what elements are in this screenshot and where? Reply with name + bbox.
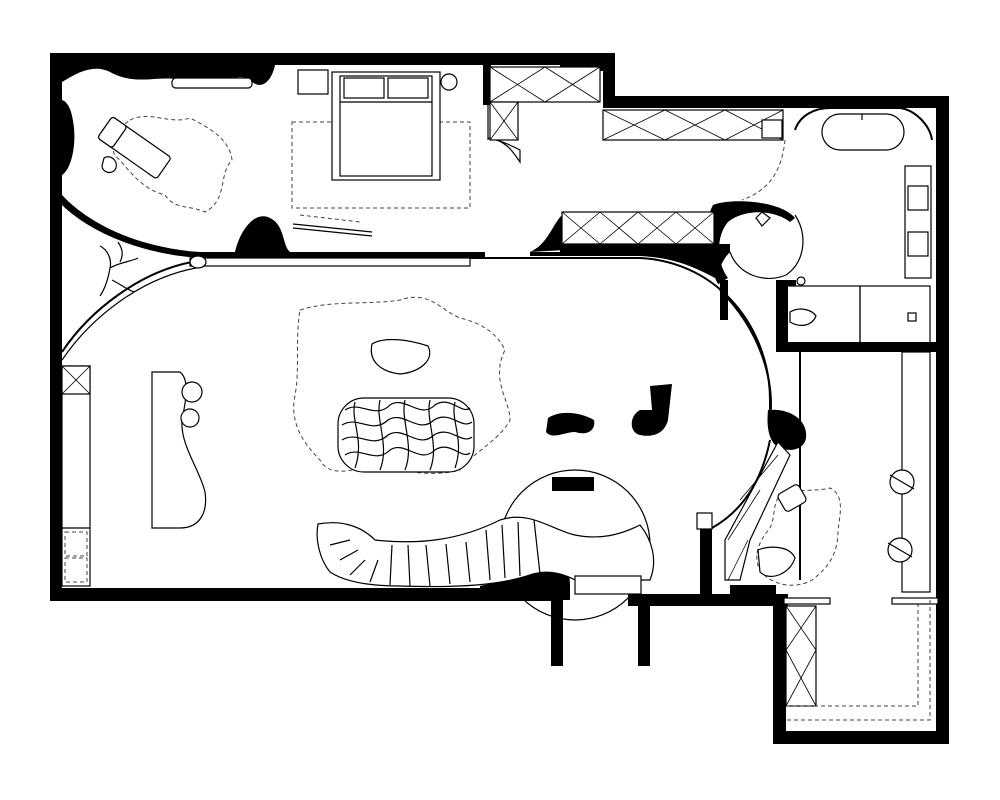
bathtub-icon [821, 113, 905, 151]
living-room [61, 241, 771, 621]
toilet-icon [789, 308, 817, 326]
armchair-icon [631, 384, 672, 436]
outer-walls [50, 53, 949, 744]
chair-icon [889, 469, 915, 495]
side-table-icon [181, 381, 203, 403]
rug-icon [291, 121, 471, 209]
tree-branch-icon [99, 241, 139, 297]
armchair-icon [757, 546, 796, 577]
lamp-icon [440, 73, 458, 91]
armchair-icon [546, 412, 595, 436]
nightstand-icon [297, 69, 329, 95]
bedroom [61, 69, 521, 237]
spiral-staircase-icon [316, 469, 655, 621]
sofa-icon [98, 117, 171, 179]
side-table-icon [180, 408, 200, 428]
wardrobe [61, 66, 786, 587]
office [724, 350, 939, 721]
interior-walls [700, 280, 948, 598]
coffee-table-icon [370, 338, 431, 375]
bed-icon [331, 71, 441, 181]
side-table-icon [101, 156, 117, 174]
bathroom [729, 107, 933, 345]
rug-icon [756, 487, 841, 586]
sink-icon [907, 231, 929, 257]
rug-icon [293, 296, 511, 474]
armchair-icon [777, 484, 807, 512]
sink-icon [907, 185, 929, 211]
shower-icon [729, 214, 804, 279]
chair-icon [887, 537, 913, 563]
pouf-icon [337, 397, 475, 473]
